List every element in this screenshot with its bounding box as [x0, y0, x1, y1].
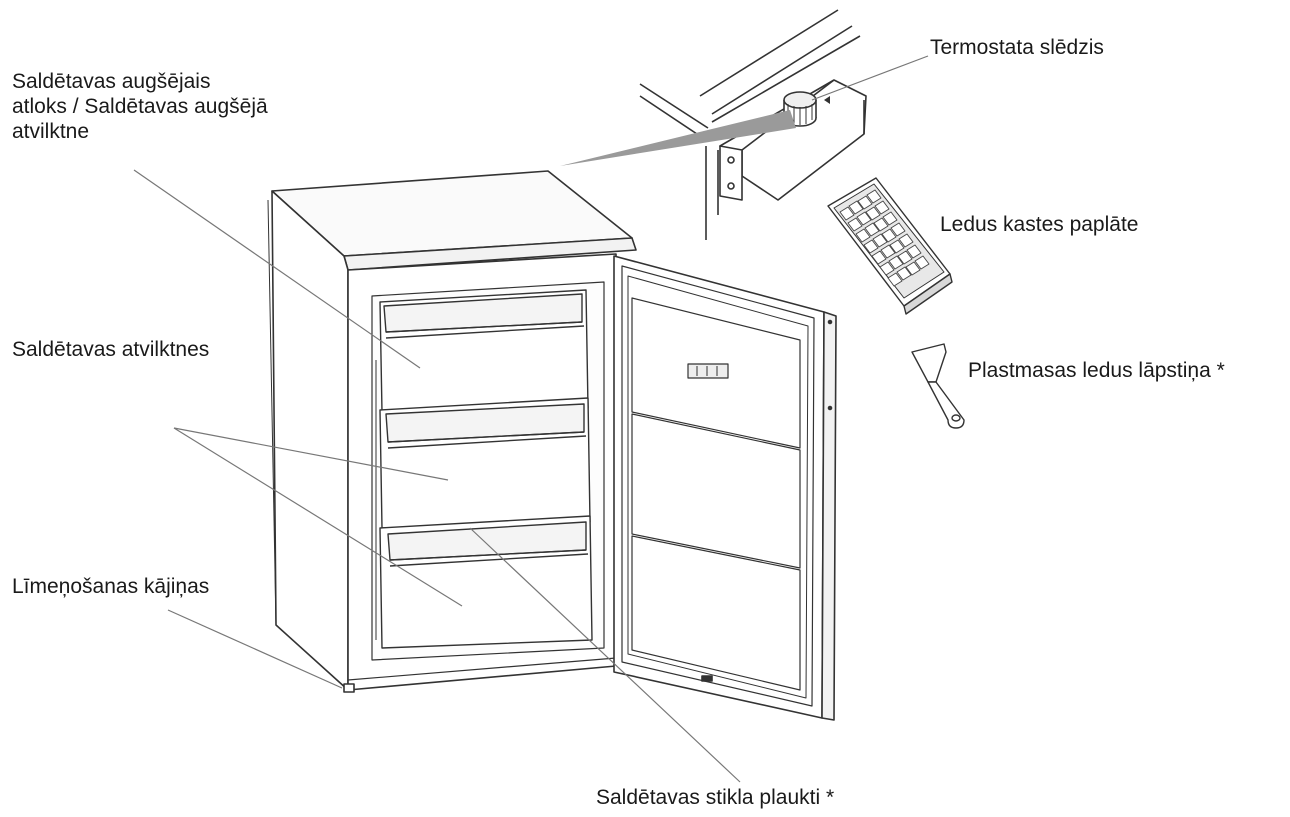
thermostat-zoom-wedge	[560, 110, 796, 166]
label-ice-tray: Ledus kastes paplāte	[940, 213, 1139, 236]
ice-tray	[827, 177, 953, 315]
label-glass-shelves: Saldētavas stikla plaukti *	[596, 786, 835, 809]
label-top-flange-line-1: Saldētavas augšējais	[12, 70, 211, 93]
label-top-flange-line-2: atloks / Saldētavas augšējā	[12, 95, 268, 118]
label-leveling-feet: Līmeņošanas kājiņas	[12, 575, 210, 598]
drawers	[375, 289, 593, 649]
leader-drawer-a	[173, 427, 449, 481]
door-display	[687, 363, 729, 379]
thermostat-inset	[639, 9, 867, 240]
leader-shelves	[469, 527, 741, 783]
leveling-foot	[343, 683, 355, 693]
cabinet-left-side	[271, 190, 349, 691]
label-drawers: Saldētavas atvilktnes	[12, 338, 210, 361]
leader-top-flange	[133, 169, 421, 369]
door-panel-3	[631, 535, 801, 691]
label-ice-scraper: Plastmasas ledus lāpstiņa *	[968, 359, 1225, 382]
drawer-1	[379, 289, 589, 413]
label-top-flange: Saldētavas augšējais atloks / Saldētavas…	[12, 69, 268, 144]
drawer-3	[379, 515, 593, 649]
drawer-2	[379, 397, 591, 529]
leader-thermostat	[811, 55, 929, 101]
label-top-flange-line-3: atvilktne	[12, 120, 90, 143]
leader-drawer-b	[173, 427, 463, 607]
leader-lines	[133, 55, 929, 783]
door-side-edge	[821, 311, 837, 721]
label-thermostat: Termostata slēdzis	[930, 36, 1104, 59]
door-panel-2	[631, 413, 801, 569]
leader-feet	[167, 609, 343, 689]
thermostat-bracket	[719, 145, 743, 201]
thermostat-knob	[783, 91, 817, 127]
freezer-door	[613, 255, 837, 721]
ice-scraper	[911, 343, 965, 429]
